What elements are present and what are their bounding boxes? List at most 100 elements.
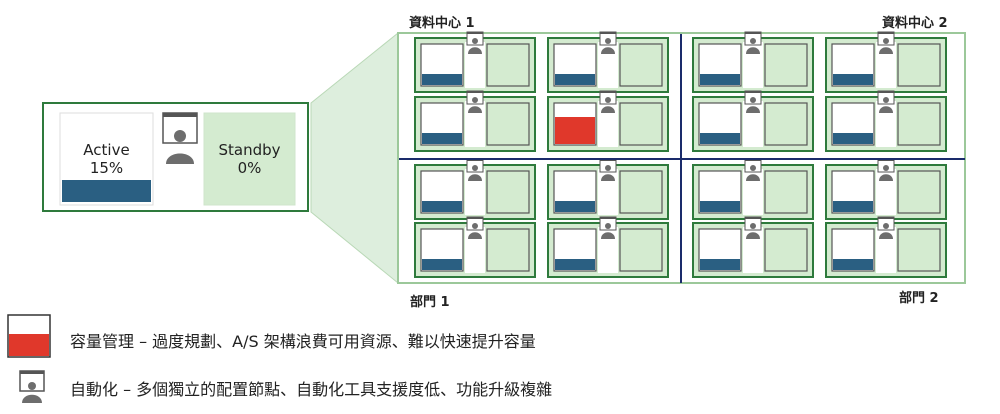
node-standby-box bbox=[897, 43, 941, 87]
cluster-node bbox=[825, 90, 947, 152]
node-admin-icon-bar bbox=[878, 91, 894, 93]
node-active-fill bbox=[555, 201, 595, 212]
node-admin-icon-bar bbox=[600, 91, 616, 93]
node-admin-body bbox=[879, 174, 893, 181]
node-standby-box bbox=[764, 43, 808, 87]
cluster-node bbox=[825, 216, 947, 278]
detail-standby-box bbox=[203, 112, 296, 206]
node-admin-head bbox=[605, 97, 611, 103]
legend-node-admin-icon bbox=[19, 370, 45, 403]
node-standby-box bbox=[764, 170, 808, 214]
node-admin-head bbox=[883, 223, 889, 229]
node-admin-head bbox=[883, 97, 889, 103]
node-active-fill bbox=[833, 259, 873, 270]
node-admin-head bbox=[883, 165, 889, 171]
datacenter-2-label: 資料中心 2 bbox=[882, 16, 948, 31]
cluster-node bbox=[825, 31, 947, 93]
node-admin-head bbox=[605, 223, 611, 229]
node-standby-box bbox=[619, 170, 663, 214]
node-admin-body bbox=[468, 232, 482, 239]
node-active-fill bbox=[833, 74, 873, 85]
cluster-diagram bbox=[42, 31, 966, 285]
node-active-fill bbox=[422, 259, 462, 270]
node-admin-head bbox=[605, 38, 611, 44]
node-admin-body bbox=[601, 106, 615, 113]
node-admin-body bbox=[468, 47, 482, 54]
department-1-label: 部門 1 bbox=[410, 295, 450, 310]
node-admin-icon-bar bbox=[467, 91, 483, 93]
node-standby-box bbox=[486, 43, 530, 87]
node-admin-icon-bar bbox=[745, 217, 761, 219]
legend-automation-text: 自動化 – 多個獨立的配置節點、自動化工具支援度低、功能升級複雜 bbox=[70, 380, 553, 399]
node-admin-body bbox=[746, 174, 760, 181]
cluster-node bbox=[414, 90, 536, 152]
node-active-fill bbox=[700, 259, 740, 270]
node-admin-body bbox=[879, 106, 893, 113]
node-admin-icon-bar bbox=[878, 217, 894, 219]
datacenter-1-label: 資料中心 1 bbox=[409, 16, 475, 31]
cluster-node bbox=[825, 158, 947, 220]
detail-standby-text: Standby 0% bbox=[204, 141, 295, 177]
node-admin-head bbox=[750, 223, 756, 229]
cluster-node bbox=[414, 216, 536, 278]
cluster-node bbox=[414, 158, 536, 220]
node-admin-head bbox=[472, 165, 478, 171]
node-admin-body bbox=[468, 106, 482, 113]
node-alert-fill bbox=[555, 117, 595, 144]
cluster-node bbox=[692, 31, 814, 93]
detail-active-text: Active 15% bbox=[60, 141, 153, 177]
node-active-fill bbox=[700, 201, 740, 212]
detail-standby-label: Standby bbox=[218, 141, 281, 159]
zoom-funnel bbox=[310, 31, 399, 285]
node-admin-body bbox=[879, 47, 893, 54]
node-active-fill bbox=[555, 259, 595, 270]
node-standby-box bbox=[897, 228, 941, 272]
node-active-fill bbox=[555, 74, 595, 85]
node-admin-body bbox=[601, 47, 615, 54]
node-standby-box bbox=[486, 170, 530, 214]
node-admin-head bbox=[605, 165, 611, 171]
detail-standby-value: 0% bbox=[237, 159, 262, 177]
legend-capacity-text: 容量管理 – 過度規劃、A/S 架構浪費可用資源、難以快速提升容量 bbox=[70, 332, 536, 351]
node-admin-head bbox=[750, 165, 756, 171]
node-standby-box bbox=[619, 228, 663, 272]
node-admin-head bbox=[883, 38, 889, 44]
node-admin-body bbox=[746, 106, 760, 113]
node-standby-box bbox=[764, 228, 808, 272]
node-admin-icon-bar bbox=[600, 32, 616, 34]
cluster-node bbox=[692, 158, 814, 220]
node-active-fill bbox=[833, 201, 873, 212]
node-admin-icon-bar bbox=[600, 217, 616, 219]
node-admin-head bbox=[750, 38, 756, 44]
detail-admin-icon bbox=[162, 112, 198, 164]
node-admin-body bbox=[601, 232, 615, 239]
node-active-fill bbox=[422, 201, 462, 212]
node-active-fill bbox=[700, 74, 740, 85]
cluster-node bbox=[547, 31, 669, 93]
node-standby-box bbox=[486, 102, 530, 146]
cluster-node bbox=[547, 90, 669, 152]
detail-active-bar bbox=[62, 180, 151, 202]
node-standby-box bbox=[897, 102, 941, 146]
node-admin-body bbox=[879, 232, 893, 239]
node-active-fill bbox=[422, 133, 462, 144]
node-standby-box bbox=[764, 102, 808, 146]
cluster-node bbox=[692, 216, 814, 278]
cluster-node bbox=[547, 216, 669, 278]
department-2-label: 部門 2 bbox=[899, 291, 939, 306]
node-admin-head bbox=[472, 38, 478, 44]
node-active-fill bbox=[422, 74, 462, 85]
node-admin-icon-bar bbox=[745, 32, 761, 34]
detail-active-label: Active bbox=[83, 141, 130, 159]
node-admin-body bbox=[601, 174, 615, 181]
node-standby-box bbox=[619, 102, 663, 146]
node-admin-icon-bar bbox=[467, 32, 483, 34]
node-admin-icon-bar bbox=[878, 32, 894, 34]
node-admin-icon-bar bbox=[467, 217, 483, 219]
cluster-node bbox=[547, 158, 669, 220]
detail-active-value: 15% bbox=[89, 159, 124, 177]
cluster-node bbox=[692, 90, 814, 152]
legend-capacity-icon bbox=[7, 314, 51, 358]
node-admin-head bbox=[472, 97, 478, 103]
node-standby-box bbox=[486, 228, 530, 272]
